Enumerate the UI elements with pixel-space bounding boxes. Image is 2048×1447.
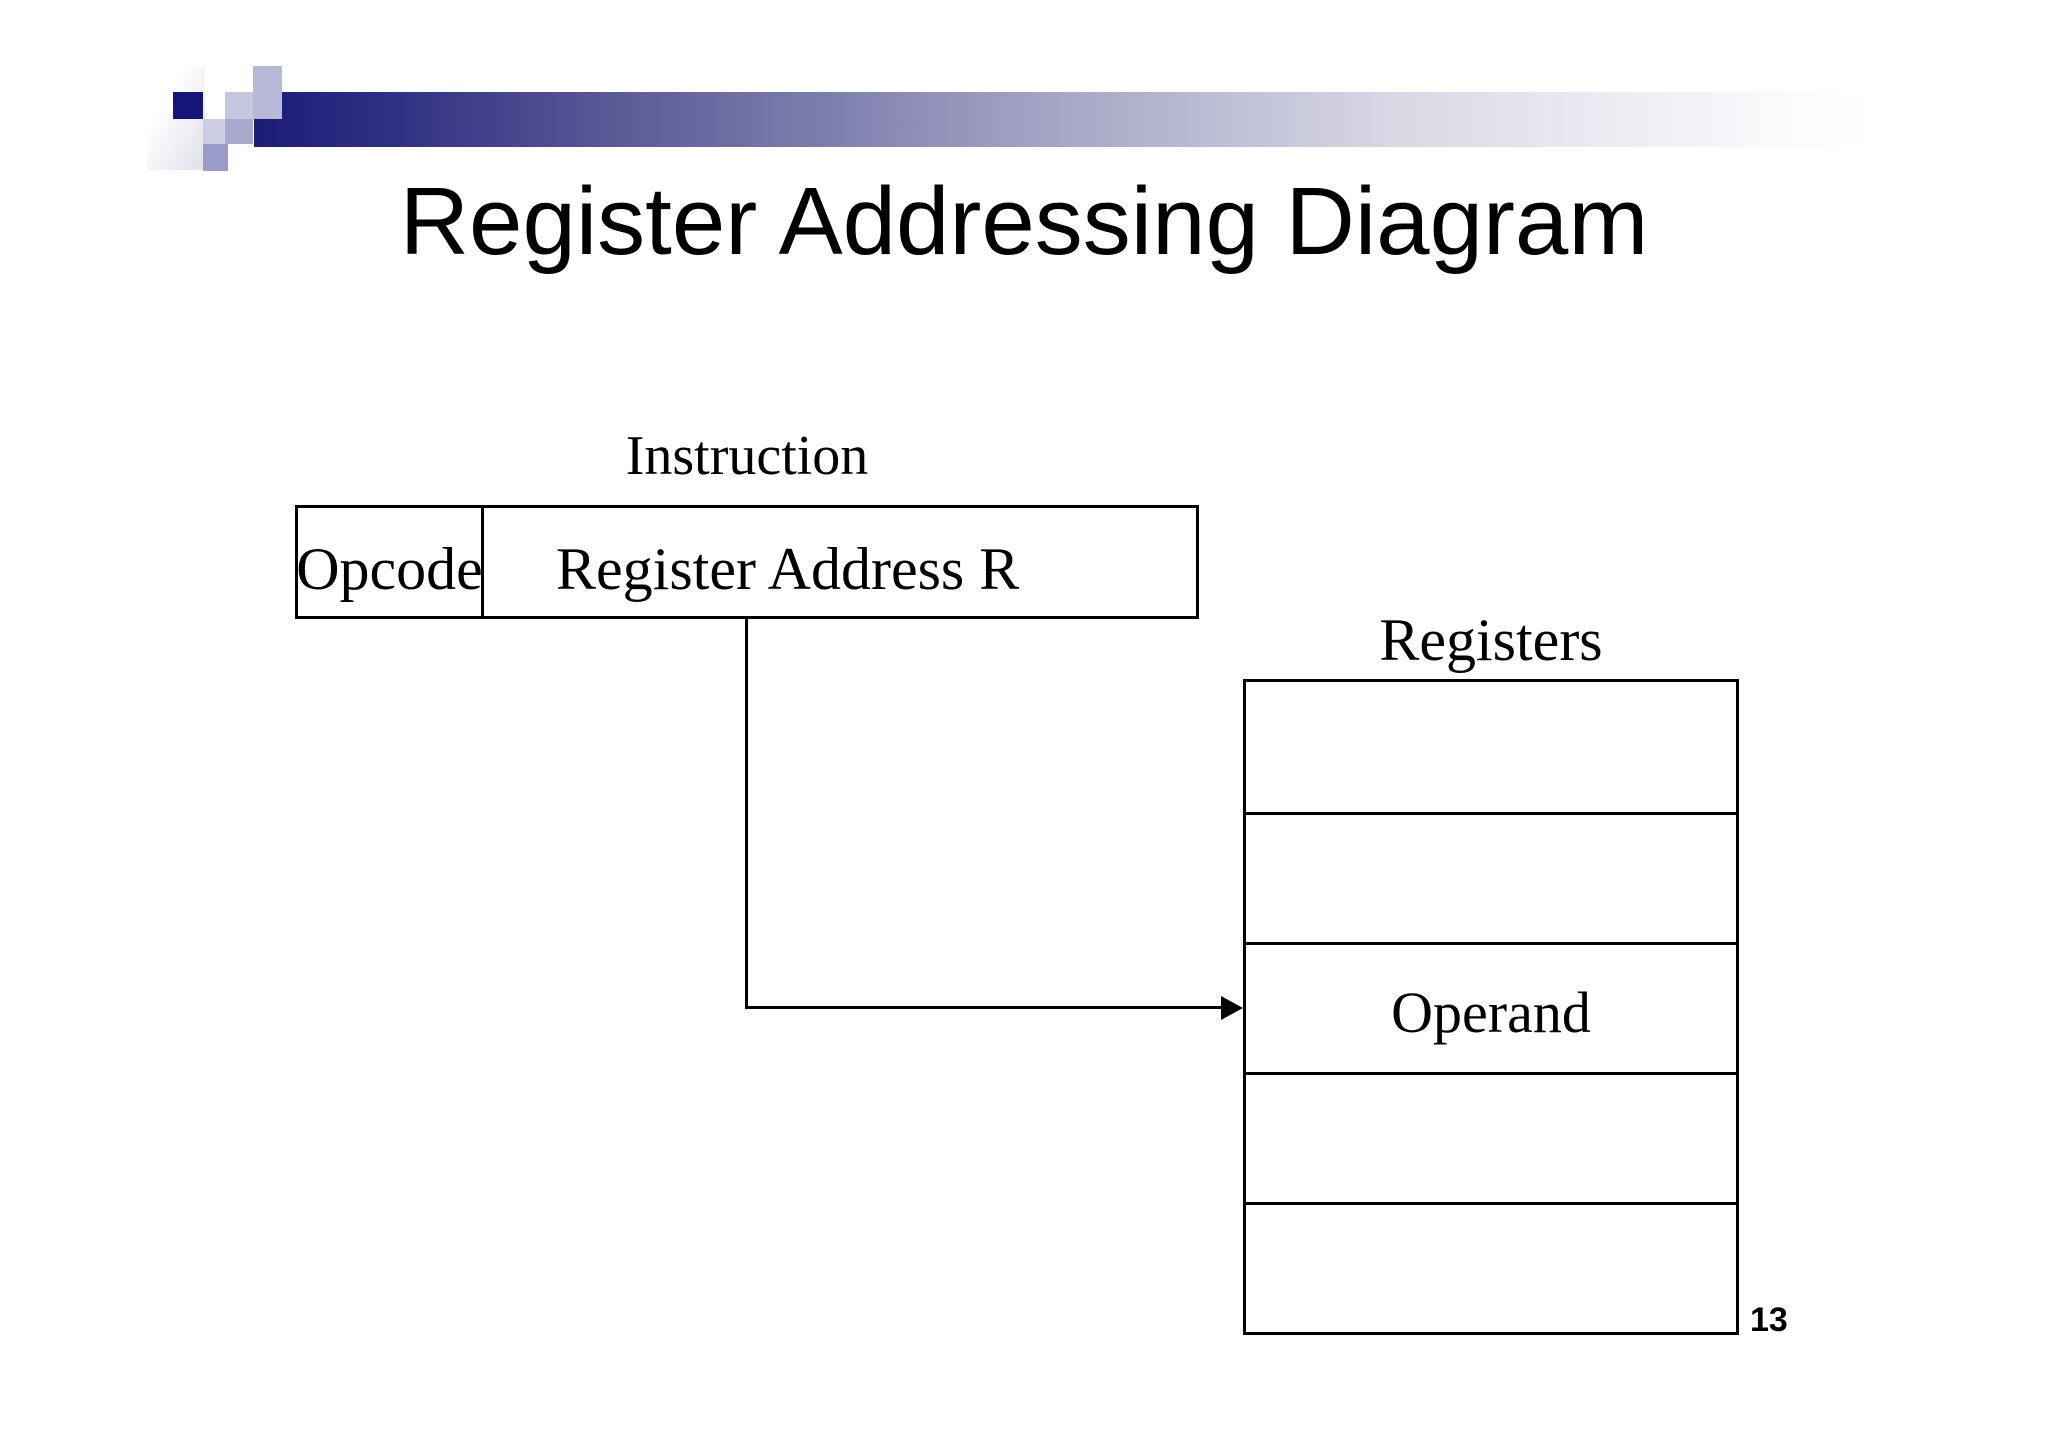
- decoration-square-medium: [225, 119, 253, 144]
- register-row-1: [1246, 682, 1736, 812]
- arrowhead-icon: [1221, 996, 1243, 1020]
- decoration-gradient-bar: [254, 92, 1870, 147]
- opcode-label: Opcode: [296, 535, 483, 602]
- decoration-square-dark: [203, 144, 228, 171]
- decoration-square-light: [203, 119, 225, 144]
- page-title: Register Addressing Diagram: [399, 168, 1649, 275]
- registers-table: Operand: [1243, 679, 1739, 1335]
- instruction-label: Instruction: [625, 425, 869, 487]
- decoration-square-lavender: [225, 92, 253, 119]
- operand-label: Operand: [1391, 980, 1591, 1045]
- register-row-5: [1246, 1202, 1736, 1332]
- register-row-3-operand: Operand: [1246, 942, 1736, 1072]
- page-number: 13: [1750, 1301, 1788, 1339]
- opcode-cell: Opcode: [296, 508, 484, 616]
- connector-horizontal-line: [745, 1006, 1224, 1009]
- register-row-4: [1246, 1072, 1736, 1202]
- decoration-square-navy: [173, 92, 203, 119]
- registers-label: Registers: [1379, 607, 1603, 673]
- instruction-box: Opcode Register Address R: [295, 505, 1199, 619]
- register-address-cell: Register Address R: [484, 508, 1196, 616]
- register-address-label: Register Address R: [556, 535, 1020, 602]
- decoration-square-periwinkle: [253, 66, 282, 119]
- register-row-2: [1246, 812, 1736, 942]
- connector-vertical-line: [745, 619, 748, 1009]
